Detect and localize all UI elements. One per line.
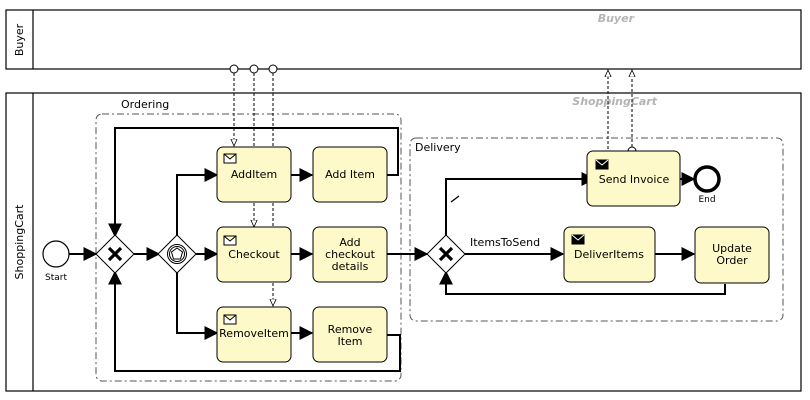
x-icon — [438, 246, 454, 262]
flow-additem-loop-back — [108, 127, 399, 238]
task-label: Checkout — [228, 248, 280, 261]
task-send-invoice[interactable]: Send Invoice — [586, 150, 681, 207]
task-label-line: Remove — [328, 323, 373, 336]
message-flow-source-dot — [249, 64, 259, 74]
delivery-group-label: Delivery — [415, 141, 461, 154]
flow-gateway-to-removeitem — [176, 272, 219, 340]
task-label: AddItem — [231, 168, 277, 181]
task-deliver-items[interactable]: DeliverItems — [563, 226, 656, 283]
task-add-checkout-details[interactable]: Add checkout details — [312, 226, 388, 283]
task-remove-item[interactable]: Remove Item — [312, 306, 388, 363]
task-label-line: Add — [339, 236, 360, 249]
flow-gateway-to-additem — [176, 168, 219, 236]
end-event-label: End — [698, 195, 715, 205]
envelope-icon — [223, 153, 237, 164]
shopping-cart-pool-watermark: ShoppingCart — [572, 95, 657, 108]
message-flow-source-dot — [268, 64, 278, 74]
task-label: DeliverItems — [574, 248, 644, 261]
task-label: Send Invoice — [599, 173, 670, 186]
x-icon — [107, 246, 123, 262]
buyer-lane-label: Buyer — [13, 23, 26, 56]
flow-removeitem-loop-back — [108, 270, 401, 372]
task-add-item[interactable]: Add Item — [312, 146, 388, 203]
buyer-pool-watermark: Buyer — [598, 12, 635, 25]
flow-update-order-loop-back — [439, 270, 726, 295]
flow-split-to-send-invoice — [445, 172, 596, 236]
message-flow-source-dot — [229, 64, 239, 74]
shopping-cart-pool[interactable]: ShoppingCart ShoppingCart — [5, 92, 802, 392]
sequence-flows — [69, 127, 726, 372]
event-based-gateway[interactable] — [157, 234, 197, 274]
flow-label-items-to-send: ItemsToSend — [470, 236, 540, 249]
envelope-send-icon-flap — [571, 234, 585, 241]
start-event-label: Start — [45, 273, 67, 283]
envelope-icon — [223, 235, 237, 246]
buyer-pool[interactable]: Buyer Buyer — [5, 9, 802, 70]
task-label-line: details — [332, 260, 369, 273]
envelope-icon — [223, 314, 237, 325]
ordering-group-label: Ordering — [121, 98, 169, 111]
task-label-line: Item — [337, 335, 362, 348]
task-label-line: checkout — [325, 248, 376, 261]
exclusive-merge-gateway[interactable] — [95, 234, 135, 274]
shopping-cart-lane-label: ShoppingCart — [13, 204, 26, 280]
task-checkout-receive[interactable]: Checkout — [216, 226, 292, 283]
task-label-line: Update — [712, 242, 752, 255]
task-label: Add Item — [325, 168, 375, 181]
task-label: RemoveItem — [219, 327, 289, 340]
default-flow-marker — [450, 195, 460, 203]
exclusive-split-gateway[interactable] — [426, 234, 466, 274]
end-event[interactable]: End — [693, 165, 721, 205]
task-removeitem-receive[interactable]: RemoveItem — [216, 306, 292, 363]
task-update-order[interactable]: Update Order — [694, 226, 770, 284]
task-additem-receive[interactable]: AddItem — [216, 146, 292, 203]
task-label-line: Order — [716, 254, 748, 267]
start-event[interactable]: Start — [42, 240, 70, 283]
pentagon-icon — [170, 247, 184, 260]
delivery-group[interactable] — [409, 137, 784, 322]
envelope-send-icon-flap — [595, 159, 609, 166]
